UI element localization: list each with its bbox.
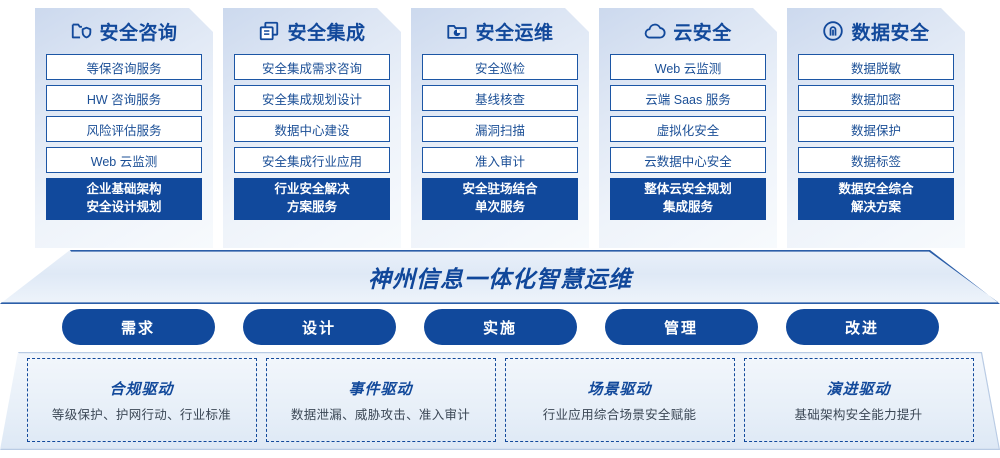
pillar-header: 安全集成 (234, 8, 390, 54)
pillar-summary-line: 单次服务 (474, 200, 525, 214)
pillar-summary[interactable]: 安全驻场结合单次服务 (422, 178, 578, 220)
pillar-title: 安全咨询 (99, 22, 178, 44)
service-item[interactable]: Web 云监测 (46, 147, 202, 173)
pillar-title: 安全运维 (475, 22, 554, 44)
stacked-documents-icon (258, 20, 280, 42)
fingerprint-icon (822, 20, 844, 42)
driver-description: 行业应用综合场景安全赋能 (542, 407, 697, 422)
cloud-icon (644, 20, 666, 42)
folder-shield-icon (70, 20, 92, 42)
driver-box[interactable]: 合规驱动等级保护、护网行动、行业标准 (26, 358, 257, 442)
platform-title: 神州信息一体化智慧运维 (368, 266, 632, 292)
service-item[interactable]: 安全集成行业应用 (234, 147, 390, 173)
pillar-summary-line: 企业基础架构 (86, 182, 162, 197)
service-item[interactable]: 安全集成规划设计 (234, 85, 390, 111)
pillar-column: 安全集成安全集成需求咨询安全集成规划设计数据中心建设安全集成行业应用行业安全解决… (223, 8, 401, 248)
drivers-section: 合规驱动等级保护、护网行动、行业标准事件驱动数据泄漏、威胁攻击、准入审计场景驱动… (0, 352, 1000, 450)
phase-pill[interactable]: 实施 (423, 309, 577, 345)
pillar-header: 安全运维 (422, 8, 578, 54)
service-item[interactable]: 安全巡检 (422, 54, 578, 80)
pillar-summary-line: 解决方案 (850, 200, 901, 214)
pillar-summary[interactable]: 行业安全解决方案服务 (234, 178, 390, 220)
service-item[interactable]: 风险评估服务 (46, 116, 202, 142)
pillar-summary-line: 安全驻场结合 (462, 182, 538, 197)
service-item[interactable]: 数据中心建设 (234, 116, 390, 142)
phase-pill[interactable]: 设计 (242, 309, 396, 345)
pillar-title: 数据安全 (851, 22, 930, 44)
platform-banner-shape (0, 250, 1000, 304)
driver-description: 等级保护、护网行动、行业标准 (51, 407, 232, 422)
pillar-column: 安全运维安全巡检基线核查漏洞扫描准入审计安全驻场结合单次服务 (411, 8, 589, 248)
service-item[interactable]: 云数据中心安全 (610, 147, 766, 173)
service-item[interactable]: 云端 Saas 服务 (610, 85, 766, 111)
pillar-summary-line: 整体云安全规划 (644, 182, 732, 197)
folder-chart-icon (446, 20, 468, 42)
pillar-header: 安全咨询 (46, 8, 202, 54)
pillar-summary-line: 安全设计规划 (86, 200, 162, 214)
driver-box[interactable]: 事件驱动数据泄漏、威胁攻击、准入审计 (265, 358, 496, 442)
service-item[interactable]: 数据保护 (798, 116, 954, 142)
drivers-row: 合规驱动等级保护、护网行动、行业标准事件驱动数据泄漏、威胁攻击、准入审计场景驱动… (0, 358, 1000, 442)
driver-box[interactable]: 场景驱动行业应用综合场景安全赋能 (504, 358, 735, 442)
driver-title: 演进驱动 (826, 380, 891, 398)
pillar-summary[interactable]: 整体云安全规划集成服务 (610, 178, 766, 220)
service-item[interactable]: 数据脱敏 (798, 54, 954, 80)
pillar-summary-line: 集成服务 (662, 200, 713, 214)
platform-banner: 神州信息一体化智慧运维 (0, 250, 1000, 304)
pillar-column: 云安全 Web 云监测云端 Saas 服务虚拟化安全云数据中心安全整体云安全规划集… (599, 8, 777, 248)
pillar-summary-line: 数据安全综合 (838, 182, 914, 197)
pillar-title: 云安全 (673, 22, 732, 44)
pillar-column: 数据安全数据脱敏数据加密数据保护数据标签数据安全综合解决方案 (787, 8, 965, 248)
service-item[interactable]: 虚拟化安全 (610, 116, 766, 142)
pillar-header: 云安全 (610, 8, 766, 54)
pillar-column: 安全咨询等保咨询服务 HW 咨询服务风险评估服务 Web 云监测企业基础架构安全设计… (35, 8, 213, 248)
phase-pill[interactable]: 改进 (785, 309, 939, 345)
service-item[interactable]: 准入审计 (422, 147, 578, 173)
driver-title: 场景驱动 (587, 380, 652, 398)
driver-title: 事件驱动 (348, 380, 413, 398)
phase-pill[interactable]: 管理 (604, 309, 758, 345)
pillar-summary-line: 方案服务 (286, 200, 337, 214)
pillar-title: 安全集成 (287, 22, 366, 44)
driver-description: 数据泄漏、威胁攻击、准入审计 (290, 407, 471, 422)
pillar-summary[interactable]: 企业基础架构安全设计规划 (46, 178, 202, 220)
service-item[interactable]: 数据标签 (798, 147, 954, 173)
phases-section: 需求设计实施管理改进 (0, 309, 1000, 345)
driver-title: 合规驱动 (109, 380, 174, 398)
service-item[interactable]: HW 咨询服务 (46, 85, 202, 111)
phase-pill[interactable]: 需求 (61, 309, 215, 345)
drivers-shape (0, 352, 1000, 450)
pillar-summary-line: 行业安全解决 (274, 182, 350, 197)
service-item[interactable]: 等保咨询服务 (46, 54, 202, 80)
pillars-section: 安全咨询等保咨询服务 HW 咨询服务风险评估服务 Web 云监测企业基础架构安全设计… (0, 8, 1000, 256)
driver-box[interactable]: 演进驱动基础架构安全能力提升 (743, 358, 974, 442)
pillar-summary[interactable]: 数据安全综合解决方案 (798, 178, 954, 220)
service-item[interactable]: 漏洞扫描 (422, 116, 578, 142)
service-item[interactable]: Web 云监测 (610, 54, 766, 80)
service-item[interactable]: 安全集成需求咨询 (234, 54, 390, 80)
driver-description: 基础架构安全能力提升 (794, 407, 923, 422)
service-item[interactable]: 数据加密 (798, 85, 954, 111)
service-item[interactable]: 基线核查 (422, 85, 578, 111)
pillar-header: 数据安全 (798, 8, 954, 54)
